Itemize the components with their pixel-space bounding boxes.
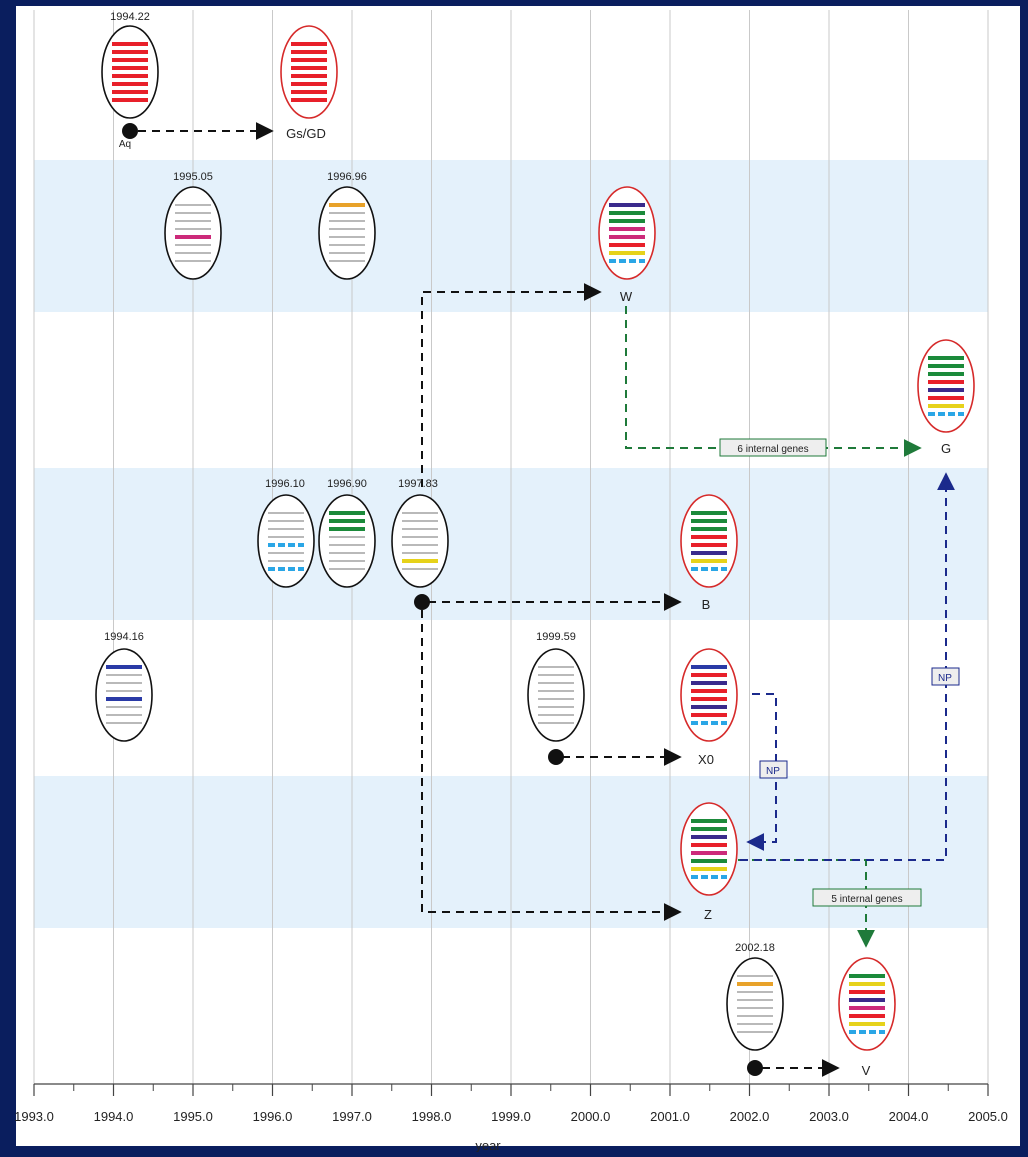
node-label-z: Z: [704, 907, 712, 922]
tick-label: 1994.0: [94, 1109, 134, 1124]
date-label-1996-10: 1996.10: [265, 478, 305, 490]
np-box-1: [759, 760, 788, 779]
genotype-outline: [680, 802, 738, 896]
tick-label: 1998.0: [412, 1109, 452, 1124]
date-label-2002-18: 2002.18: [735, 942, 775, 954]
tick-label: 1997.0: [332, 1109, 372, 1124]
arrow-to-w: [421, 283, 602, 487]
np-label-2: NP: [938, 673, 952, 684]
origin-dot-aq: [122, 123, 138, 139]
genotype-b: [680, 494, 738, 588]
genotype-x0: [680, 648, 738, 742]
node-label-b: B: [702, 597, 711, 612]
tick-label: 1999.0: [491, 1109, 531, 1124]
genotype-g-1996-96: [318, 186, 376, 280]
date-label-1997-83: 1997.83: [398, 478, 438, 490]
date-label-1994-22: 1994.22: [110, 11, 150, 23]
tick-label: 2004.0: [889, 1109, 929, 1124]
date-label-1994-16: 1994.16: [104, 631, 144, 643]
genotype-outline: [257, 494, 315, 588]
tick-label: 2001.0: [650, 1109, 690, 1124]
node-label-g: G: [941, 441, 951, 456]
origin-dot-1997: [414, 594, 430, 610]
date-label-1999-59: 1999.59: [536, 631, 576, 643]
internal-genes-box-1: [719, 438, 827, 457]
genotype-outline: [280, 25, 338, 119]
genotype-w: [598, 186, 656, 280]
genotype-outline: [318, 494, 376, 588]
internal-genes-box-2: [812, 888, 922, 907]
genotype-outline: [164, 186, 222, 280]
date-label-1996-90: 1996.90: [327, 478, 367, 490]
genotype-outline: [95, 648, 153, 742]
tick-label: 1993.0: [14, 1109, 54, 1124]
internal-genes-label-1: 6 internal genes: [737, 444, 808, 455]
genotype-outline: [726, 957, 784, 1051]
tick-label: 1996.0: [253, 1109, 293, 1124]
genotype-outline: [917, 339, 975, 433]
tick-label: 2000.0: [571, 1109, 611, 1124]
date-label-1995-05: 1995.05: [173, 171, 213, 183]
genotype-outline: [318, 186, 376, 280]
node-label-w: W: [620, 289, 633, 304]
genotype-outline: [391, 494, 449, 588]
tick-label: 2005.0: [968, 1109, 1008, 1124]
origin-dot-1999: [548, 749, 564, 765]
genotype-g-1994-16: [95, 648, 153, 742]
genotype-outline: [598, 186, 656, 280]
genotype-g-1996-10: [257, 494, 315, 588]
genotype-g-1995-05: [164, 186, 222, 280]
genotype-z: [680, 802, 738, 896]
node-label-x0: X0: [698, 752, 714, 767]
node-label-aq: Aq: [119, 139, 131, 150]
tick-label: 2002.0: [730, 1109, 770, 1124]
internal-genes-label-2: 5 internal genes: [831, 894, 902, 905]
genotype-outline: [680, 494, 738, 588]
node-label-v: V: [862, 1063, 871, 1078]
arrow-z-to-g: [740, 472, 955, 861]
genotype-gs-gd: [280, 25, 338, 119]
genotype-g-1994-22: [101, 25, 159, 119]
genotype-g: [917, 339, 975, 433]
genotype-outline: [838, 957, 896, 1051]
np-label-1: NP: [766, 766, 780, 777]
np-box-2: [931, 667, 960, 686]
genotype-outline: [101, 25, 159, 119]
date-label-1996-96: 1996.96: [327, 171, 367, 183]
genotype-outline: [680, 648, 738, 742]
origin-dot-2002: [747, 1060, 763, 1076]
x-axis-label: year: [475, 1138, 501, 1152]
genotype-outline: [527, 648, 585, 742]
genotype-v: [838, 957, 896, 1051]
x-axis: 1993.0 1994.0 1995.0 1996.0 1997.0 1998.0 1999…: [14, 1083, 1008, 1153]
genotype-g-1999-59: [527, 648, 585, 742]
tick-label: 2003.0: [809, 1109, 849, 1124]
genotype-g-1996-90: [318, 494, 376, 588]
node-label-gsgd: Gs/GD: [286, 126, 326, 141]
arrow-to-z: [421, 610, 682, 921]
tick-label: 1995.0: [173, 1109, 213, 1124]
genotype-g-2002-18: [726, 957, 784, 1051]
genotype-g-1997-83: [391, 494, 449, 588]
